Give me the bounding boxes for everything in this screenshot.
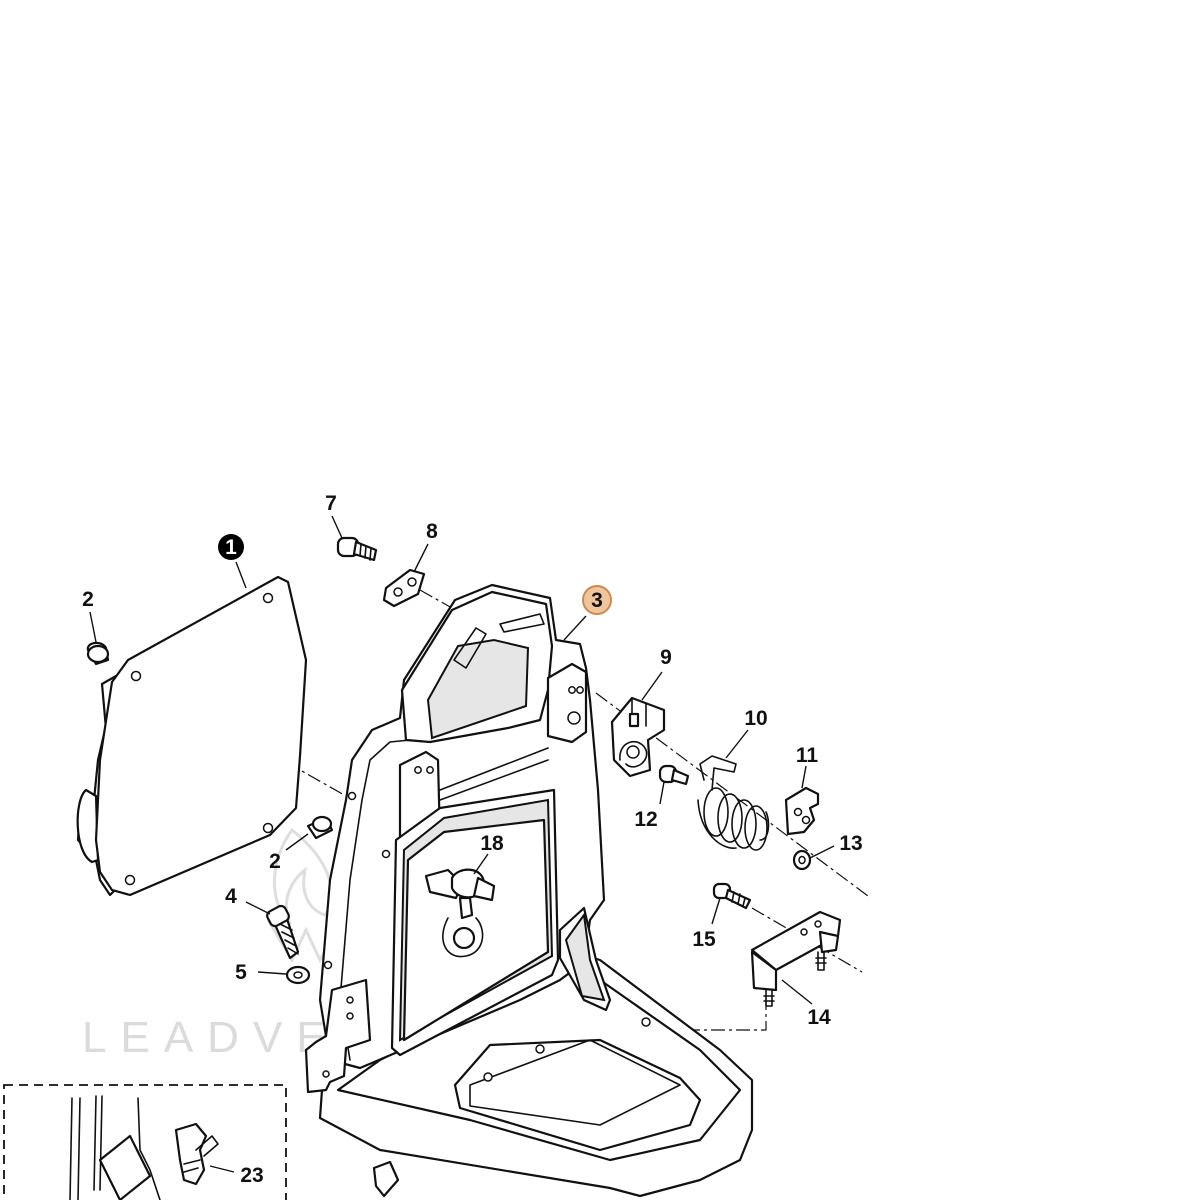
leader-lines (89, 515, 835, 1173)
mount-part-14 (750, 910, 842, 1007)
callout-2-middle[interactable]: 2 (269, 850, 281, 873)
callout-3[interactable]: 3 (582, 585, 612, 615)
callout-18[interactable]: 18 (480, 832, 504, 855)
plug-part-2-upper (86, 641, 110, 666)
backplate-part-3 (304, 583, 754, 1198)
callout-1-label: 1 (225, 536, 237, 559)
screw-part-7 (336, 536, 378, 562)
detail-inset (3, 1084, 400, 1200)
wing-nut-part-18 (424, 868, 496, 958)
callout-8[interactable]: 8 (426, 520, 438, 543)
callout-9[interactable]: 9 (660, 646, 672, 669)
callout-2-upper[interactable]: 2 (82, 588, 94, 611)
callout-5[interactable]: 5 (235, 961, 247, 984)
callout-12[interactable]: 12 (634, 808, 657, 831)
callout-11[interactable]: 11 (796, 744, 819, 767)
spring-part-10 (697, 755, 770, 851)
screw-part-15 (712, 882, 752, 910)
washer-part-5 (285, 965, 311, 985)
callout-1[interactable]: 1 (218, 534, 244, 560)
callout-4[interactable]: 4 (225, 885, 237, 908)
callout-10[interactable]: 10 (744, 707, 767, 730)
plug-part-2-middle (306, 815, 334, 840)
bracket-part-9 (610, 696, 666, 778)
plate-part-8 (382, 568, 426, 608)
washer-part-13 (792, 849, 812, 871)
block-part-11 (784, 786, 820, 836)
callout-7[interactable]: 7 (325, 492, 337, 515)
side-cover-part-1 (76, 575, 308, 897)
callout-3-label: 3 (591, 589, 603, 612)
callout-14[interactable]: 14 (807, 1006, 831, 1029)
callout-15[interactable]: 15 (692, 928, 716, 951)
screw-part-12 (658, 764, 690, 786)
callout-23[interactable]: 23 (240, 1164, 263, 1187)
screw-part-4 (266, 904, 300, 960)
callout-13[interactable]: 13 (839, 832, 862, 855)
